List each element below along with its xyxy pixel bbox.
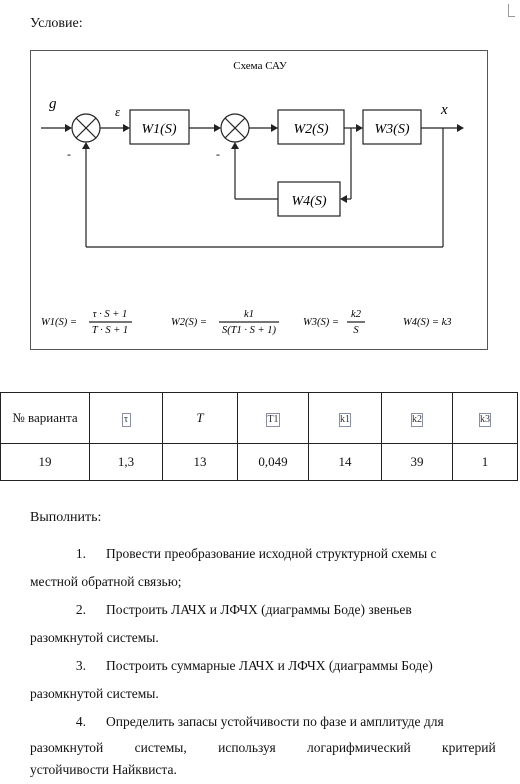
w2-formula-numerator: k1 <box>244 309 254 320</box>
cell-T: 13 <box>162 443 238 481</box>
w1-formula-lhs: W1(S) = <box>41 317 77 328</box>
cell-k3: 1 <box>452 443 518 481</box>
task-text-line: Построить ЛАЧХ и ЛФЧХ (диаграммы Боде) з… <box>106 602 412 617</box>
w1-formula-denominator: T · S + 1 <box>92 325 128 336</box>
cell-tau: 1,3 <box>89 443 163 481</box>
header-T: T <box>162 392 238 444</box>
task-text-line: разомкнутой системы. <box>30 630 159 645</box>
cell-T1: 0,049 <box>237 443 309 481</box>
task-text-line: разомкнутой системы, используя логарифми… <box>30 740 496 755</box>
header-k1: k1 <box>308 392 382 444</box>
tasks-heading: Выполнить: <box>30 510 102 525</box>
w4-formula: W4(S) = k3 <box>403 317 452 328</box>
error-signal-label: ε <box>115 104 121 119</box>
minus-sign-1: - <box>67 147 71 161</box>
diagram-title: Схема САУ <box>233 60 287 72</box>
w2-formula-lhs: W2(S) = <box>171 317 207 328</box>
header-variant-number: № варианта <box>0 392 90 444</box>
output-arrow <box>457 124 464 132</box>
block-w2 <box>277 109 345 145</box>
block-diagram: Схема САУ g - ε W1(S) - W2(S) W3(S) <box>41 60 464 336</box>
task-number: 4. <box>75 714 86 729</box>
input-signal-label: g <box>49 96 57 112</box>
table-header-row: № варианта τ T T1 k1 k2 k3 <box>0 392 518 444</box>
task-item-4: 4. Определить запасы устойчивости по фазе… <box>30 708 516 736</box>
task-text-line: устойчивости Найквиста. <box>30 762 177 777</box>
task-text-line: Определить запасы устойчивости по фазе и… <box>106 714 444 729</box>
header-tau: τ <box>89 392 163 444</box>
block-w4 <box>277 181 341 217</box>
input-arrow <box>65 124 72 132</box>
w2-formula-denominator: S(T1 · S + 1) <box>222 325 277 336</box>
output-signal-label: x <box>440 102 448 118</box>
cell-k1: 14 <box>308 443 382 481</box>
header-T1-label: T1 <box>266 412 280 427</box>
w3-formula-numerator: k2 <box>351 309 362 320</box>
w3-formula-lhs: W3(S) = <box>303 317 339 328</box>
cell-variant: 19 <box>0 443 90 481</box>
block-w3-label: W3(S) <box>375 122 410 137</box>
page-corner-mark <box>508 4 515 17</box>
task-number: 2. <box>75 602 86 617</box>
task-text-line: Построить суммарные ЛАЧХ и ЛФЧХ (диаграм… <box>106 658 433 673</box>
block-w4-label: W4(S) <box>292 194 327 209</box>
header-T1: T1 <box>237 392 309 444</box>
task-item-1: 1. Провести преобразование исходной струк… <box>30 540 516 568</box>
header-tau-label: τ <box>121 412 131 427</box>
block-w2-label: W2(S) <box>294 122 329 137</box>
w3-formula-denominator: S <box>353 325 359 336</box>
header-k2-label: k2 <box>411 412 423 427</box>
header-k3-label: k3 <box>479 412 491 427</box>
block-w1 <box>129 109 190 145</box>
task-text-line: Провести преобразование исходной структу… <box>106 546 437 561</box>
block-w3 <box>362 109 422 145</box>
task-item-3: 3. Построить суммарные ЛАЧХ и ЛФЧХ (диагр… <box>30 652 516 680</box>
cell-k2: 39 <box>381 443 453 481</box>
variant-parameters-table: № варианта τ T T1 k1 k2 k3 19 1,3 13 0,0… <box>0 392 518 481</box>
header-k1-label: k1 <box>339 412 351 427</box>
header-k3: k3 <box>452 392 518 444</box>
w1-formula-numerator: τ · S + 1 <box>93 309 127 320</box>
header-k2: k2 <box>381 392 453 444</box>
task-item-2: 2. Построить ЛАЧХ и ЛФЧХ (диаграммы Боде)… <box>30 596 516 624</box>
block-diagram-frame: Схема САУ g - ε W1(S) - W2(S) W3(S) <box>30 50 488 350</box>
task-number: 3. <box>75 658 86 673</box>
minus-sign-2: - <box>216 147 220 161</box>
transfer-functions: W1(S) = τ · S + 1 T · S + 1 W2(S) = k1 S… <box>41 309 452 336</box>
block-w1-label: W1(S) <box>142 122 177 137</box>
task-text-line: местной обратной связью; <box>30 574 182 589</box>
condition-heading: Условие: <box>30 16 83 31</box>
task-text-line: разомкнутой системы. <box>30 686 159 701</box>
task-number: 1. <box>75 546 86 561</box>
table-row: 19 1,3 13 0,049 14 39 1 <box>0 443 518 481</box>
